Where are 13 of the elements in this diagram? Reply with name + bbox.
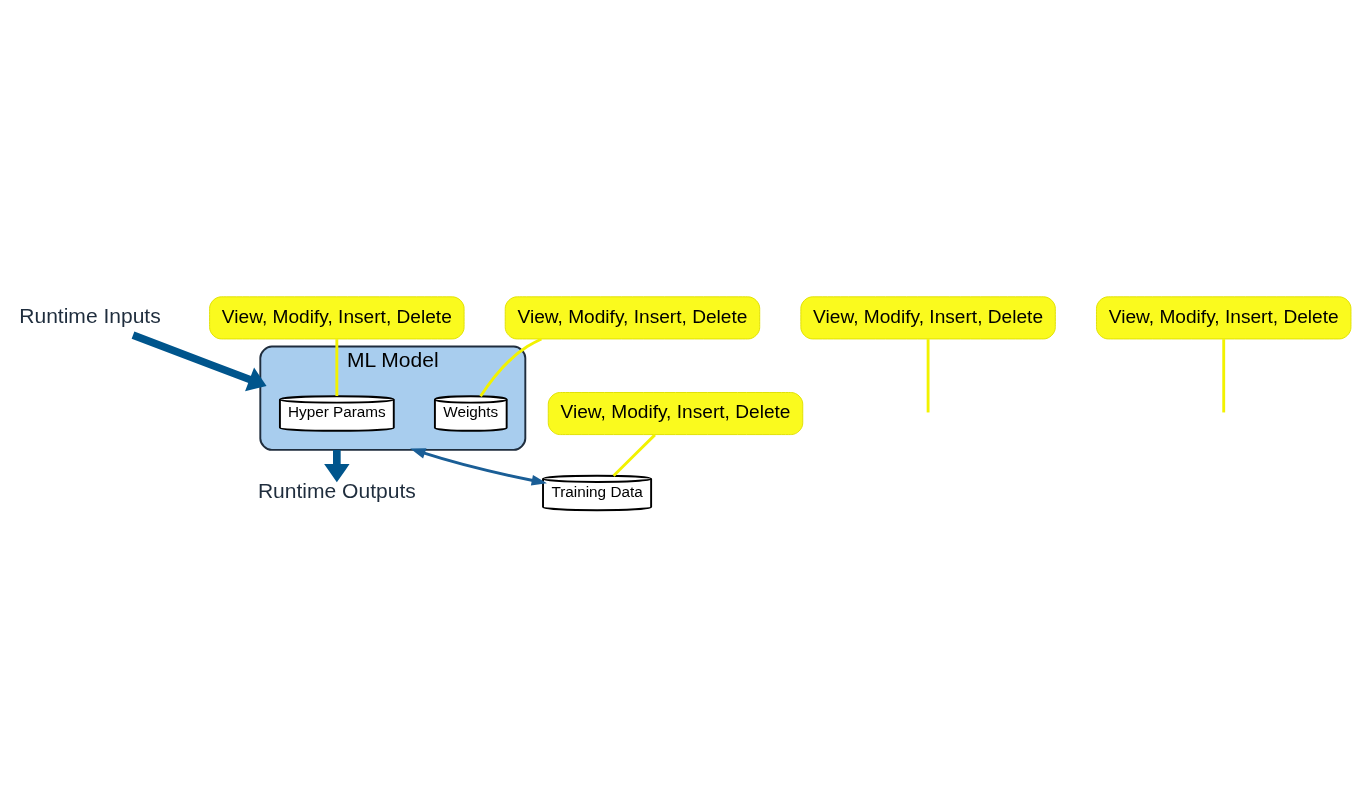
- node-box: View, Modify, Insert, Delete: [800, 296, 1056, 340]
- arrow: [410, 448, 547, 486]
- arrow: [131, 331, 267, 392]
- node-box: View, Modify, Insert, Delete: [1096, 296, 1352, 340]
- connector: [926, 339, 930, 413]
- connector: [1222, 339, 1226, 413]
- node-box: View, Modify, Insert, Delete: [504, 296, 761, 340]
- connector: [612, 433, 656, 477]
- node-text: Runtime Inputs: [19, 304, 161, 328]
- node-text: Runtime Outputs: [257, 479, 416, 503]
- connector: [335, 339, 339, 397]
- node-box: View, Modify, Insert, Delete: [547, 392, 804, 436]
- node-box: View, Modify, Insert, Delete: [209, 296, 465, 340]
